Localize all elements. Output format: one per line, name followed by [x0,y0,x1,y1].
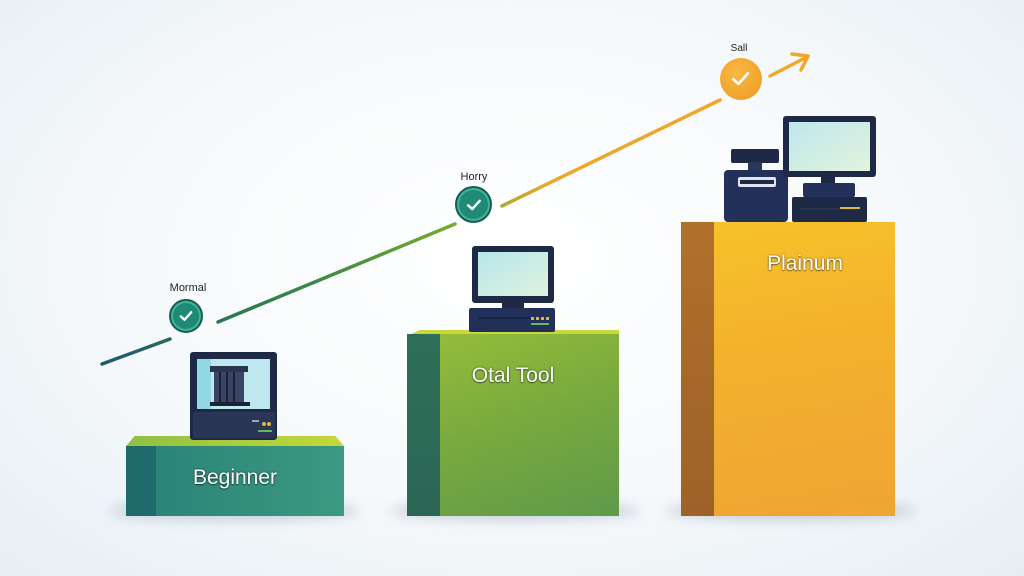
trend-segment [768,56,807,78]
trend-segment [500,98,722,208]
box-top [407,330,619,336]
check-circle-icon [455,186,492,223]
box-front [714,222,895,516]
box-side [407,334,441,516]
milestone-label-1: Mormal [169,282,207,294]
milestone-label-2: Horry [460,171,488,183]
arrow-up-right-icon [790,52,810,72]
check-circle-icon [169,299,203,333]
trend-segment [100,337,172,366]
tier-label: Plainum [767,252,843,275]
trend-segment [216,222,457,324]
tier-label: Beginner [192,466,278,489]
tier-otal-tool: Otal Tool [407,330,619,516]
tier-beginner: Beginner [126,436,344,516]
box-front [156,446,344,516]
check-circle-icon [720,58,762,100]
box-top [126,436,344,446]
box-side [681,222,715,516]
tier-plainum: Plainum [681,222,895,516]
box-front [440,334,619,516]
tier-label: Otal Tool [471,364,555,387]
milestone-label-3: Sall [730,43,748,54]
box-side [126,446,158,516]
